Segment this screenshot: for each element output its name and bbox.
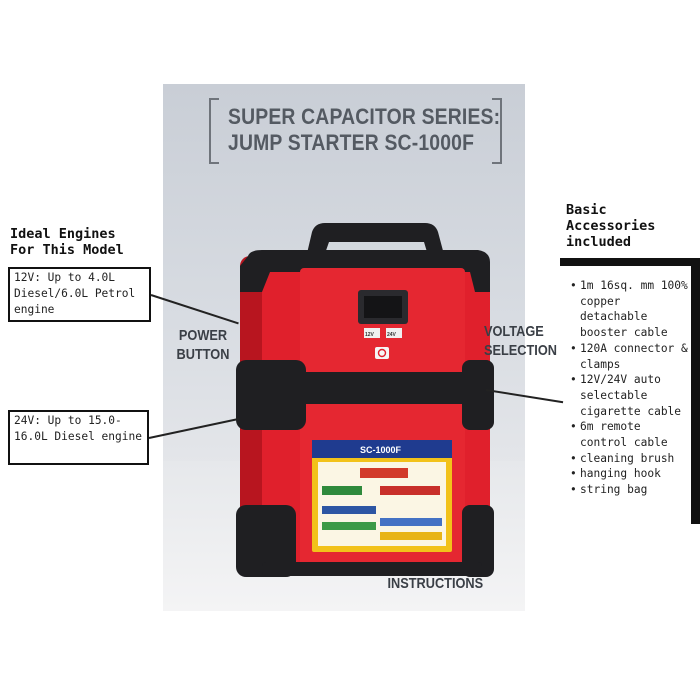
instruction-label-model: SC-1000F xyxy=(360,445,402,455)
title-bracket-left xyxy=(209,98,219,164)
device-handle xyxy=(305,223,446,262)
title-line-2: JUMP STARTER SC-1000F xyxy=(228,130,475,155)
accessory-item: 6m remote control cable xyxy=(570,419,690,450)
power-icon xyxy=(377,348,387,358)
device-side-band-right xyxy=(462,360,494,430)
engine-box-24v: 24V: Up to 15.0-16.0L Diesel engine xyxy=(8,410,149,465)
voltage-button-24v-label: 24V xyxy=(387,332,397,338)
accessory-item: cleaning brush xyxy=(570,451,690,467)
instruction-label-stripe-red xyxy=(360,468,408,478)
title-line-1: SUPER CAPACITOR SERIES: xyxy=(228,104,501,129)
accessory-item: 1m 16sq. mm 100% copper detachable boost… xyxy=(570,278,690,341)
engine-12v-text: 12V: Up to 4.0L Diesel/6.0L Petrol engin… xyxy=(14,271,136,316)
instructions-callout: INSTRUCTIONS xyxy=(387,575,484,592)
power-button xyxy=(375,347,389,359)
voltage-button-24v xyxy=(386,328,402,338)
device-bottom-right-guard xyxy=(462,505,494,577)
accessories-heading: Basic Accessories included xyxy=(566,202,656,250)
power-button-callout: POWER BUTTON xyxy=(176,327,230,363)
instruction-label-stripe-green xyxy=(322,486,362,495)
device-bottom-left-guard xyxy=(236,505,296,577)
instruction-label-header xyxy=(312,440,452,458)
instruction-label-stripe-blue-2 xyxy=(380,518,442,526)
instruction-label-stripe-blue xyxy=(322,506,376,514)
accessories-panel: 1m 16sq. mm 100% copper detachable boost… xyxy=(560,258,700,524)
accessory-item: hanging hook xyxy=(570,466,690,482)
instruction-label-stripe-red-2 xyxy=(380,486,440,495)
accessories-list: 1m 16sq. mm 100% copper detachable boost… xyxy=(570,278,690,498)
engine-24v-text: 24V: Up to 15.0-16.0L Diesel engine xyxy=(14,414,142,443)
accessory-item: string bag xyxy=(570,482,690,498)
voltage-button-12v-label: 12V xyxy=(365,332,375,338)
voltage-selection-callout: VOLTAGE SELECTION xyxy=(484,323,557,359)
accessory-item: 12V/24V auto selectable cigarette cable xyxy=(570,372,690,419)
device-display-screen xyxy=(364,296,402,318)
ideal-engines-heading: Ideal Engines For This Model xyxy=(10,226,124,258)
accessory-item: 120A connector & clamps xyxy=(570,341,690,372)
device-bottom-bar xyxy=(262,562,482,576)
title-bracket-right xyxy=(492,98,502,164)
accessories-panel-right-bar xyxy=(691,258,700,524)
engine-box-12v: 12V: Up to 4.0L Diesel/6.0L Petrol engin… xyxy=(8,267,151,322)
instruction-label-stripe-green-2 xyxy=(322,522,376,530)
voltage-button-12v xyxy=(364,328,380,338)
instruction-label-stripe-yellow xyxy=(380,532,442,540)
accessories-panel-top-bar xyxy=(560,258,700,266)
device-side-band xyxy=(236,360,306,430)
